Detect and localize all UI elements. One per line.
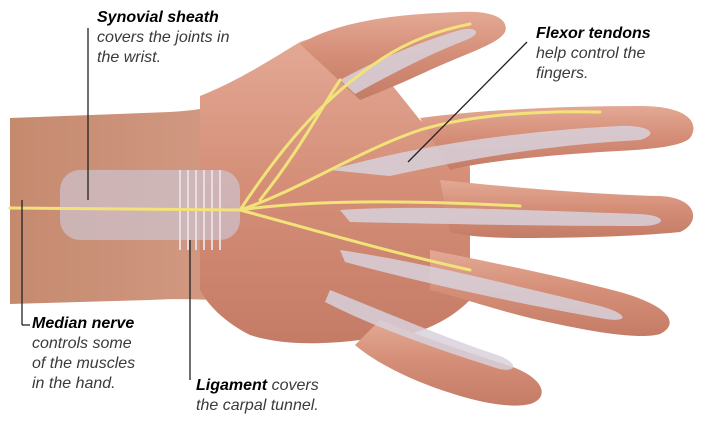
median-nerve-label: Median nerve controls some of the muscle… bbox=[32, 314, 135, 394]
synovial-sheath-title: Synovial sheath bbox=[97, 8, 230, 28]
flexor-tendons-title: Flexor tendons bbox=[536, 24, 651, 44]
ligament-text-2: the carpal tunnel. bbox=[196, 396, 319, 416]
synovial-sheath-text-2: the wrist. bbox=[97, 48, 230, 68]
synovial-sheath-label: Synovial sheath covers the joints in the… bbox=[97, 8, 230, 68]
ring-finger bbox=[430, 250, 670, 336]
ligament-text-1: covers bbox=[267, 377, 319, 394]
ligament-title: Ligament bbox=[196, 377, 267, 394]
median-nerve-text-2: of the muscles bbox=[32, 354, 135, 374]
median-nerve-text-3: in the hand. bbox=[32, 374, 135, 394]
synovial-sheath-text-1: covers the joints in bbox=[97, 28, 230, 48]
little-finger bbox=[355, 320, 542, 406]
flexor-tendons-text-2: fingers. bbox=[536, 64, 651, 84]
median-nerve-text-1: controls some bbox=[32, 334, 135, 354]
ligament-label: Ligament covers the carpal tunnel. bbox=[196, 376, 319, 416]
flexor-tendons-label: Flexor tendons help control the fingers. bbox=[536, 24, 651, 84]
flexor-tendons-text-1: help control the bbox=[536, 44, 651, 64]
median-nerve-title: Median nerve bbox=[32, 314, 135, 334]
